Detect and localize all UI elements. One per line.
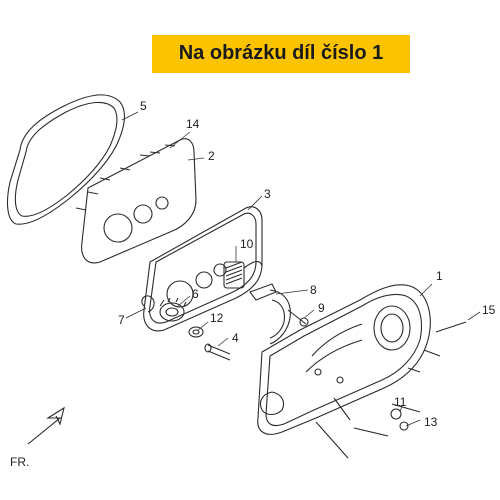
plate-hole <box>166 280 194 308</box>
callout-6: 6 <box>192 287 199 301</box>
part-washer-13 <box>399 421 409 431</box>
callout-14: 14 <box>186 117 200 131</box>
callout-1: 1 <box>436 269 443 283</box>
callout-10: 10 <box>240 237 254 251</box>
callout-12: 12 <box>210 311 224 325</box>
plate-hole <box>195 271 213 289</box>
front-direction-marker: FR. <box>10 406 65 469</box>
callout-2: 2 <box>208 149 215 163</box>
bolts-15 <box>315 321 467 459</box>
part-crankcase-cover-1 <box>257 284 431 435</box>
part-gear-6 <box>159 297 187 322</box>
part-washer-12 <box>188 326 204 338</box>
leader-lines <box>121 111 481 427</box>
plate-hole <box>103 213 133 243</box>
highlight-banner: Na obrázku díl číslo 1 <box>152 35 410 73</box>
part-shaft-4 <box>204 343 231 361</box>
bolts-14 <box>75 144 176 211</box>
part-gasket-5 <box>6 94 126 225</box>
part-clip-7 <box>141 295 155 313</box>
part-bolt-11 <box>390 408 402 420</box>
banner-text: Na obrázku díl číslo 1 <box>178 42 384 64</box>
callout-7: 7 <box>118 313 125 327</box>
callout-13: 13 <box>424 415 438 429</box>
callout-8: 8 <box>310 283 317 297</box>
plate-hole <box>213 263 227 277</box>
callout-5: 5 <box>140 99 147 113</box>
callout-3: 3 <box>264 187 271 201</box>
part-cover-plate-3 <box>143 206 263 332</box>
callout-4: 4 <box>232 331 239 345</box>
part-cover-plate-2 <box>81 138 197 264</box>
callout-9: 9 <box>318 301 325 315</box>
part-kick-lever-8 <box>249 283 291 345</box>
front-label: FR. <box>10 455 29 469</box>
callout-labels: 1 2 3 4 5 6 7 8 9 10 11 12 13 14 15 <box>118 99 496 429</box>
callout-11: 11 <box>394 395 407 409</box>
part-spring-10 <box>223 260 263 289</box>
callout-15: 15 <box>482 303 496 317</box>
plate-hole <box>155 196 169 210</box>
plate-hole <box>133 204 153 224</box>
part-pin-9 <box>287 309 309 327</box>
